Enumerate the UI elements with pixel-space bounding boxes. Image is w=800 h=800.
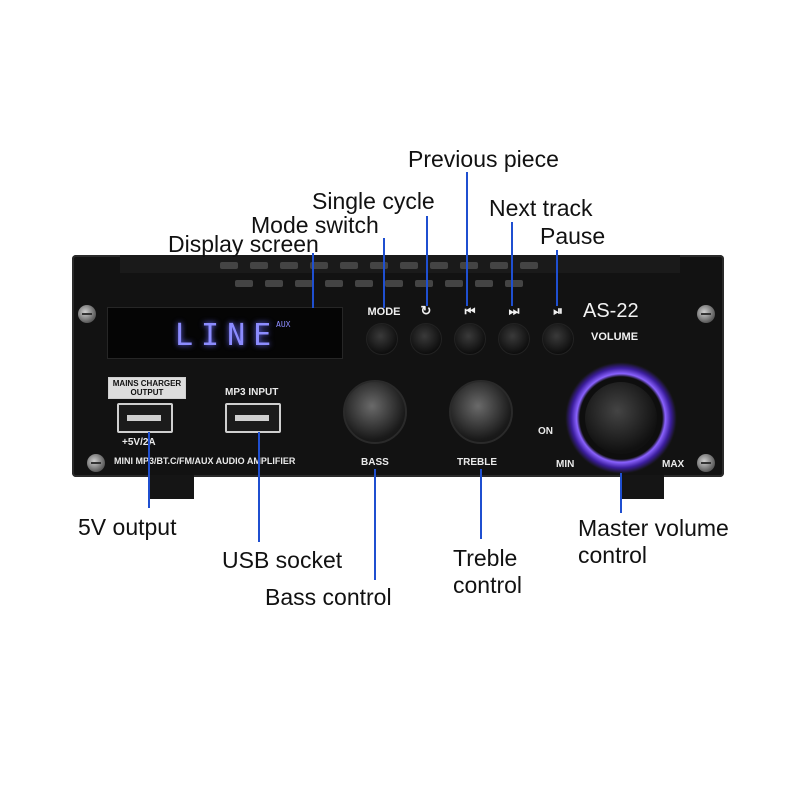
- single-cycle-icon: ↻: [420, 303, 432, 318]
- vent-slot: [445, 280, 463, 287]
- vent-slot: [310, 262, 328, 269]
- leader-previous-piece: [466, 172, 468, 306]
- vent-slot: [250, 262, 268, 269]
- vent-slot: [460, 262, 478, 269]
- next-icon: ⏭: [508, 304, 520, 318]
- previous-icon: ⏮: [464, 304, 476, 318]
- mode-button-label: MODE: [367, 306, 401, 318]
- device-foot: [150, 475, 194, 499]
- charger-usb-port[interactable]: [117, 403, 173, 433]
- pause-button[interactable]: [542, 323, 574, 355]
- callout-treble-control: Treble control: [453, 545, 523, 598]
- leader-5v-output: [148, 432, 150, 508]
- max-label: MAX: [662, 459, 685, 470]
- callout-master-volume-control: Master volume control: [578, 515, 729, 568]
- callout-pause: Pause: [540, 223, 606, 249]
- screw-icon: [78, 305, 96, 323]
- callout-previous-piece: Previous piece: [408, 146, 559, 172]
- device-foot: [620, 475, 664, 499]
- bass-knob[interactable]: [343, 380, 407, 444]
- model-label: AS-22: [583, 300, 639, 322]
- display-screen: [107, 307, 343, 359]
- treble-knob[interactable]: [449, 380, 513, 444]
- single-cycle-button[interactable]: [410, 323, 442, 355]
- vent-slot: [415, 280, 433, 287]
- on-label: ON: [538, 426, 553, 437]
- vent-slot: [520, 262, 538, 269]
- product-line-label: MINI MP3/BT.C/FM/AUX AUDIO AMPLIFIER: [114, 456, 296, 466]
- bass-label: BASS: [361, 457, 389, 468]
- next-button[interactable]: [498, 323, 530, 355]
- screw-icon: [697, 305, 715, 323]
- callout-next-track: Next track: [489, 195, 593, 221]
- vent-slot: [355, 280, 373, 287]
- callout-usb-socket: USB socket: [222, 547, 343, 573]
- leader-single-cycle: [426, 216, 428, 306]
- screw-icon: [87, 454, 105, 472]
- vent-slot: [325, 280, 343, 287]
- mp3-input-label: MP3 INPUT: [225, 387, 279, 398]
- mains-charger-output-label: MAINS CHARGER OUTPUT: [108, 377, 186, 399]
- display-aux-indicator: AUX: [276, 320, 291, 329]
- treble-label: TREBLE: [457, 457, 497, 468]
- callout-mode-switch: Mode switch: [251, 212, 379, 238]
- vent-slot: [385, 280, 403, 287]
- callout-display-screen: Display screen: [168, 231, 319, 257]
- vent-slot: [265, 280, 283, 287]
- vent-slot: [370, 262, 388, 269]
- leader-bass-control: [374, 469, 376, 580]
- vent-slot: [475, 280, 493, 287]
- vent-slot: [490, 262, 508, 269]
- mode-button[interactable]: [366, 323, 398, 355]
- leader-mode-switch: [383, 238, 385, 308]
- callout-5v-output: 5V output: [78, 514, 177, 540]
- display-text: LINE: [175, 318, 280, 353]
- callout-single-cycle: Single cycle: [312, 188, 435, 214]
- leader-display-screen: [312, 253, 314, 308]
- leader-master-volume: [620, 473, 622, 513]
- leader-treble-control: [480, 469, 482, 539]
- vent-slot: [220, 262, 238, 269]
- volume-label: VOLUME: [591, 331, 639, 343]
- vent-slot: [340, 262, 358, 269]
- leader-next-track: [511, 222, 513, 306]
- vent-slot: [280, 262, 298, 269]
- pause-icon: ⏯: [553, 304, 563, 318]
- previous-button[interactable]: [454, 323, 486, 355]
- callout-bass-control: Bass control: [265, 584, 392, 610]
- leader-usb-socket: [258, 432, 260, 542]
- vent-slot: [295, 280, 313, 287]
- usb-rating-label: +5V/2A: [122, 437, 156, 448]
- min-label: MIN: [556, 459, 575, 470]
- mp3-usb-port[interactable]: [225, 403, 281, 433]
- vent-slot: [400, 262, 418, 269]
- leader-pause: [556, 250, 558, 306]
- screw-icon: [697, 454, 715, 472]
- master-volume-knob[interactable]: [585, 382, 657, 454]
- vent-slot: [430, 262, 448, 269]
- vent-slot: [235, 280, 253, 287]
- vent-slot: [505, 280, 523, 287]
